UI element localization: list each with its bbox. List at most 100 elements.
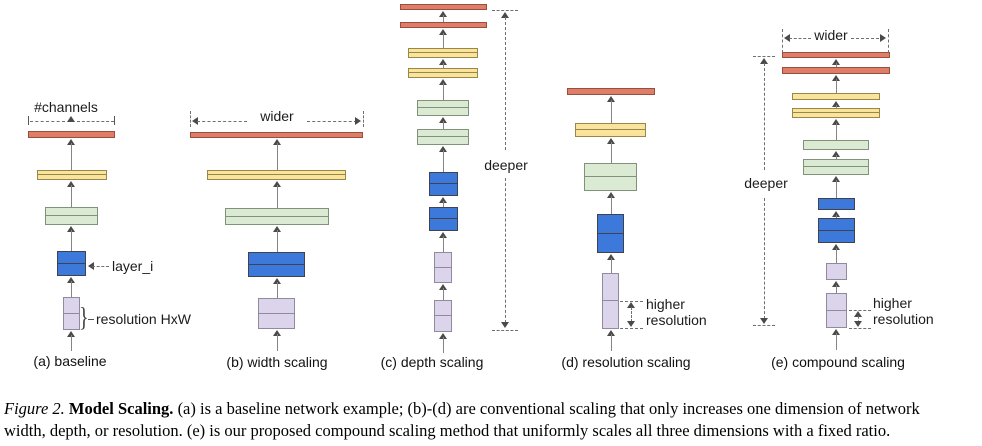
flow-arrowhead — [832, 75, 840, 81]
flow-arrow-stem — [71, 230, 72, 251]
dashed-line-h — [789, 38, 811, 39]
blue-layer-box — [57, 251, 86, 276]
cell-divider — [430, 218, 457, 219]
figure-number: Figure 2. — [4, 399, 65, 418]
figure-caption-line1: (a) is a baseline network example; (b)-(… — [177, 399, 920, 418]
red-layer-box — [782, 67, 890, 74]
dimension-arrowhead-up — [501, 12, 509, 18]
yellow-layer-box — [408, 68, 478, 78]
flow-arrow-stem — [443, 288, 444, 300]
dashed-line-h — [849, 310, 871, 311]
blue-layer-box — [429, 207, 458, 231]
flow-arrow-stem — [611, 258, 612, 273]
flow-arrowhead — [832, 176, 840, 182]
flow-arrowhead — [67, 226, 75, 232]
figure-title: Model Scaling. — [68, 399, 174, 418]
dimension-arrowhead-up — [627, 302, 635, 308]
cell-divider — [793, 112, 879, 113]
dashed-line-h — [492, 330, 518, 331]
dashed-line-v — [505, 17, 506, 150]
flow-arrow-stem — [443, 201, 444, 207]
flow-arrow-stem — [836, 333, 837, 350]
yellow-layer-box — [408, 48, 478, 58]
higher-label: higher — [873, 295, 912, 311]
dashed-line-v — [764, 198, 765, 319]
dimension-tick — [114, 116, 115, 125]
dashed-line-h — [851, 38, 884, 39]
deeper-label: deeper — [484, 157, 528, 173]
diagram-caption-c: (c) depth scaling — [380, 354, 484, 370]
flow-arrowhead — [832, 119, 840, 125]
flow-arrowhead — [273, 139, 281, 145]
flow-arrow-stem — [836, 155, 837, 159]
red-layer-box — [400, 4, 487, 10]
flow-arrow-stem — [443, 83, 444, 100]
green-layer-box — [45, 207, 98, 225]
purple-layer-box — [826, 263, 847, 280]
flow-arrowhead — [439, 117, 447, 123]
yellow-layer-box — [575, 123, 646, 137]
cell-divider — [409, 52, 477, 53]
blue-layer-box — [597, 214, 624, 253]
cell-divider — [598, 232, 623, 234]
flow-arrowhead — [607, 96, 615, 102]
dimension-arrowhead-down — [627, 321, 635, 327]
green-layer-box — [417, 129, 469, 145]
flow-arrowhead — [273, 181, 281, 187]
dashed-line-v — [858, 316, 859, 323]
flow-arrow-stem — [443, 33, 444, 48]
green-layer-box — [417, 100, 469, 116]
blue-layer-box — [818, 218, 855, 243]
cell-divider — [576, 129, 645, 130]
blue-layer-box — [248, 252, 305, 277]
red-layer-box — [567, 88, 655, 95]
flow-arrowhead — [439, 232, 447, 238]
wider-label: wider — [814, 27, 848, 43]
dashed-line-h — [753, 325, 775, 326]
dimension-arrowhead-up — [760, 58, 768, 64]
flow-arrowhead — [607, 138, 615, 144]
flow-arrow-stem — [611, 334, 612, 351]
cell-divider — [249, 263, 304, 265]
dimension-arrowhead-down — [760, 318, 768, 324]
flow-arrowhead — [439, 284, 447, 290]
flow-arrow-stem — [836, 215, 837, 218]
cell-divider — [64, 312, 79, 314]
dimension-arrowhead-right — [355, 117, 361, 125]
dashed-line-h — [849, 328, 871, 329]
dimension-tick — [782, 29, 783, 53]
flow-arrowhead — [439, 146, 447, 152]
yellow-layer-box — [792, 93, 880, 100]
green-layer-box — [803, 140, 869, 150]
diagram-caption-b: (b) width scaling — [226, 354, 328, 370]
flow-arrow-stem — [836, 79, 837, 93]
channels-label: #channels — [34, 99, 98, 115]
dashed-line-h — [307, 121, 357, 122]
figure-caption: Figure 2. Model Scaling. (a) is a baseli… — [4, 398, 980, 442]
flow-arrowhead — [67, 331, 75, 337]
dashed-line-h — [753, 56, 775, 57]
flow-arrow-stem — [277, 185, 278, 208]
flow-arrow-stem — [277, 230, 278, 252]
resolution-brace-icon: } — [79, 302, 89, 332]
flow-arrowhead — [273, 226, 281, 232]
cell-divider — [418, 107, 468, 108]
purple-layer-box — [434, 300, 452, 332]
deeper-label: deeper — [744, 175, 788, 191]
flow-arrow-stem — [836, 123, 837, 140]
yellow-layer-box — [792, 108, 880, 118]
higher-label: higher — [646, 296, 685, 312]
dimension-arrowhead-left — [88, 262, 94, 270]
purple-layer-box — [258, 298, 295, 329]
yellow-layer-box — [37, 170, 107, 180]
flow-arrow-stem — [836, 285, 837, 293]
resolution-label: resolution — [873, 311, 934, 327]
flow-arrow-stem — [611, 142, 612, 163]
flow-arrowhead — [832, 244, 840, 250]
dashed-line-h — [620, 301, 643, 302]
dashed-line-h — [492, 10, 518, 11]
red-layer-box — [190, 132, 363, 138]
flow-arrowhead — [832, 329, 840, 335]
purple-layer-box — [602, 273, 619, 329]
